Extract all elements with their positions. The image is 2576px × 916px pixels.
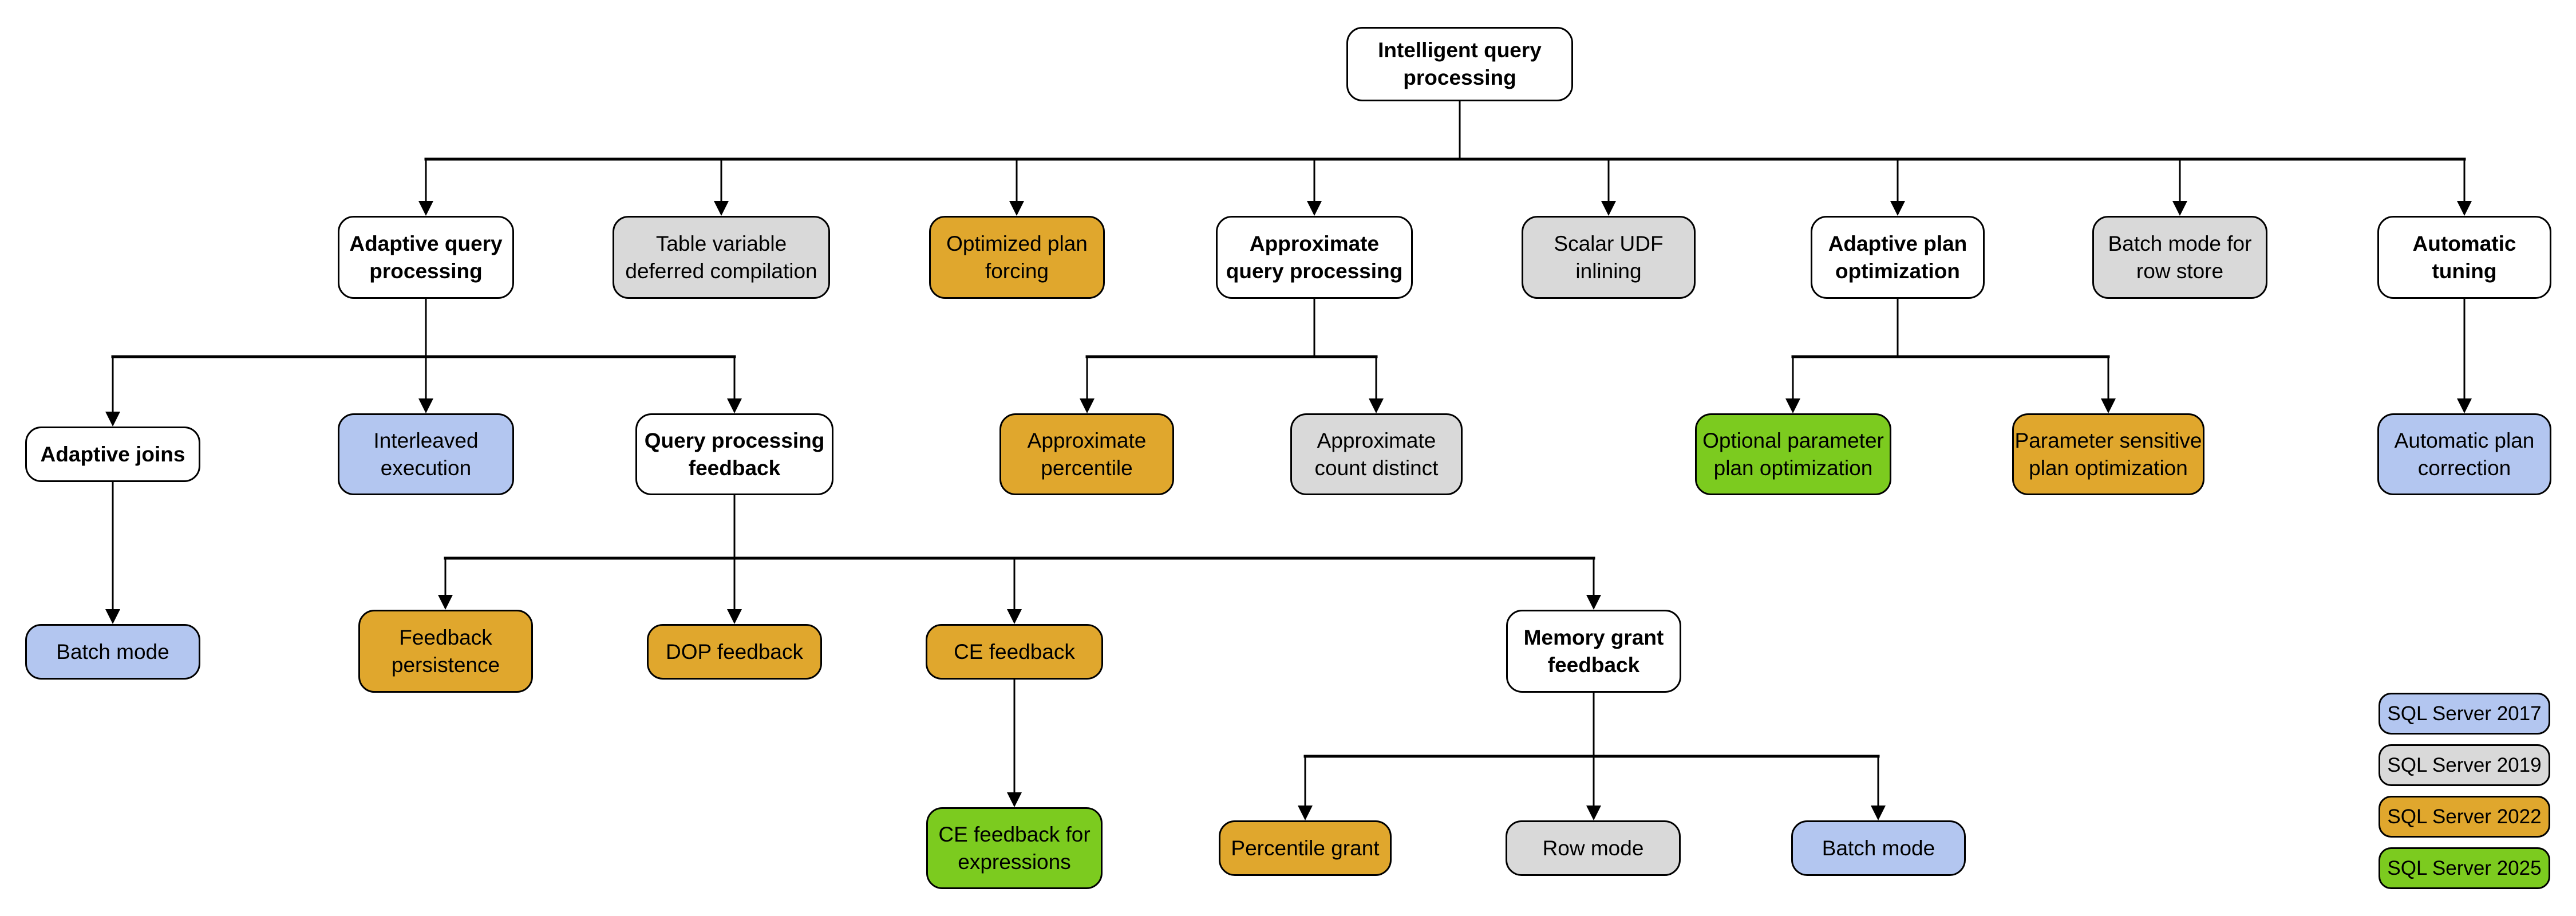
arrowhead-icon [1307,201,1322,216]
arrowhead-icon [1007,609,1022,624]
node-adaptive-joins: Adaptive joins [25,427,200,482]
node-automatic-plan-correction: Automatic plan correction [2377,413,2551,495]
node-feedback-persistence: Feedback persistence [358,610,533,693]
arrowhead-icon [418,398,433,413]
arrowhead-icon [727,609,742,624]
legend-item-sql-server-2017: SQL Server 2017 [2379,693,2550,735]
node-percentile-grant: Percentile grant [1219,820,1392,876]
node-dop-feedback: DOP feedback [647,624,822,680]
arrowhead-icon [105,412,120,427]
arrowhead-icon [1890,201,1905,216]
node-optional-parameter-plan-optimization: Optional parameter plan optimization [1695,413,1891,495]
node-query-processing-feedback: Query processing feedback [635,413,833,495]
node-automatic-tuning: Automatic tuning [2377,216,2551,299]
arrowhead-icon [2457,398,2472,413]
node-approximate-percentile: Approximate percentile [999,413,1174,495]
arrowhead-icon [727,398,742,413]
node-ce-feedback: CE feedback [926,624,1103,680]
arrowhead-icon [1785,398,1800,413]
arrowhead-icon [1298,806,1313,820]
arrowhead-icon [105,609,120,624]
node-batch-mode-for-row-store: Batch mode for row store [2092,216,2267,299]
node-batch-mode-memory-grant: Batch mode [1791,820,1966,876]
legend-item-sql-server-2022: SQL Server 2022 [2379,796,2550,838]
arrowhead-icon [2101,398,2116,413]
node-batch-mode-adaptive-joins: Batch mode [25,624,200,680]
node-approximate-query-processing: Approximate query processing [1216,216,1413,299]
node-row-mode: Row mode [1506,820,1681,876]
arrowhead-icon [1007,792,1022,807]
arrowhead-icon [1601,201,1616,216]
node-ce-feedback-for-expressions: CE feedback for expressions [926,807,1103,889]
node-scalar-udf-inlining: Scalar UDF inlining [1522,216,1696,299]
arrowhead-icon [1009,201,1024,216]
node-optimized-plan-forcing: Optimized plan forcing [929,216,1105,299]
node-parameter-sensitive-plan-optimization: Parameter sensitive plan optimization [2012,413,2204,495]
node-adaptive-plan-optimization: Adaptive plan optimization [1811,216,1985,299]
arrowhead-icon [1871,806,1886,820]
node-adaptive-query-processing: Adaptive query processing [338,216,514,299]
node-intelligent-query-processing: Intelligent query processing [1346,27,1573,101]
arrowhead-icon [1369,398,1384,413]
node-interleaved-execution: Interleaved execution [338,413,514,495]
node-table-variable-deferred-compilation: Table variable deferred compilation [613,216,830,299]
node-memory-grant-feedback: Memory grant feedback [1506,610,1681,693]
arrowhead-icon [1080,398,1095,413]
arrowhead-icon [1586,806,1601,820]
arrowhead-icon [2457,201,2472,216]
legend-item-sql-server-2025: SQL Server 2025 [2379,847,2550,889]
arrowhead-icon [418,201,433,216]
arrowhead-icon [1586,595,1601,610]
node-approximate-count-distinct: Approximate count distinct [1290,413,1463,495]
arrowhead-icon [438,595,453,610]
arrowhead-icon [2172,201,2187,216]
arrowhead-icon [714,201,729,216]
legend-item-sql-server-2019: SQL Server 2019 [2379,744,2550,786]
